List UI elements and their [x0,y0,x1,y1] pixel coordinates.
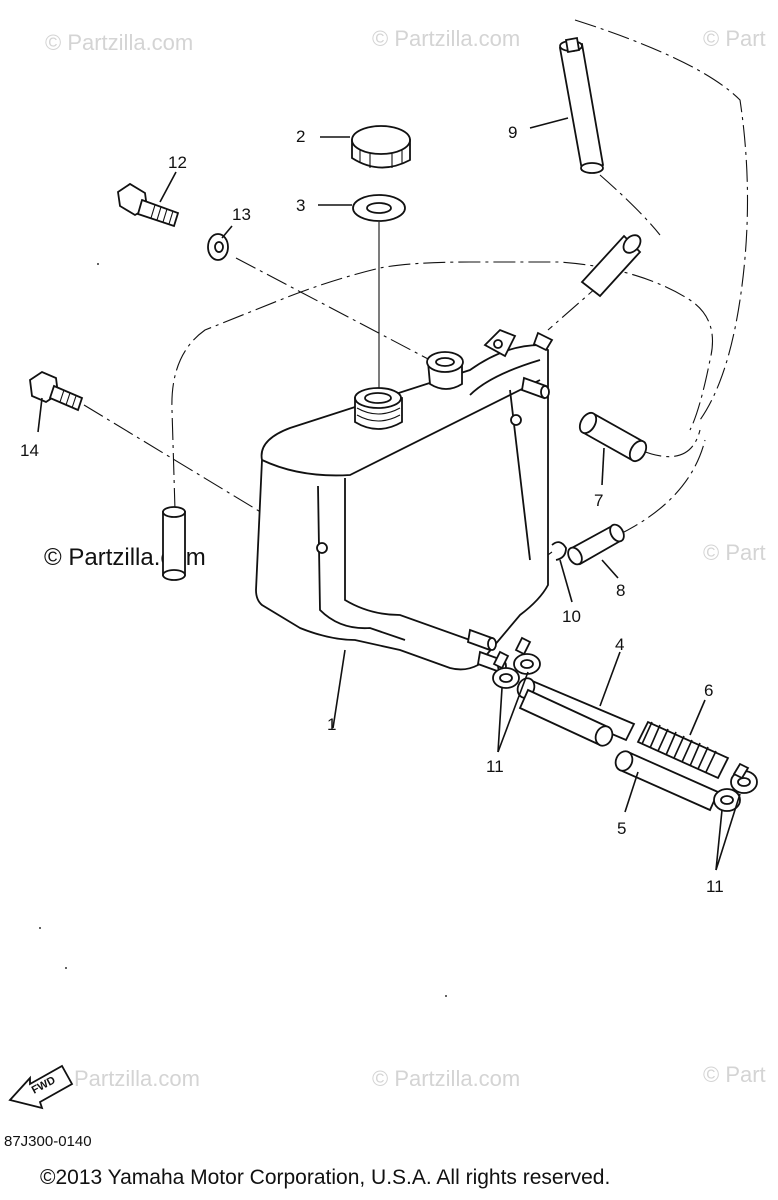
watermark-top-right: © Part [703,26,766,51]
hose-7 [578,411,648,463]
bolt-12 [117,182,180,228]
label-part-9: 9 [508,123,517,142]
routing-9-down [599,174,661,236]
routing-to-part9 [574,19,749,421]
bolt-14 [29,370,84,412]
routing-outline [171,261,714,511]
label-part-4: 4 [615,635,624,654]
label-part-5: 5 [617,819,626,838]
hose-upper-short [580,234,642,298]
scan-specks [39,263,447,997]
clip-10 [551,541,567,561]
label-part-6: 6 [704,681,713,700]
washer-3 [352,194,406,222]
fwd-arrow-icon: FWD [8,1064,74,1110]
label-part-10: 10 [562,607,581,626]
routing-7-to-8 [617,429,706,536]
routing-13-to-tank [235,257,431,361]
label-part-13: 13 [232,205,251,224]
label-part-14: 14 [20,441,39,460]
label-part-12: 12 [168,153,187,172]
washer-13 [207,233,229,261]
label-part-11-upper: 11 [486,757,504,776]
watermark-top-center: © Partzilla.com [372,26,520,51]
label-part-7: 7 [594,491,603,510]
leader-lines [37,117,741,871]
watermark-mid-right: © Part [703,540,766,565]
diagram-reference-code: 87J300-0140 [4,1133,92,1150]
hose-9 [558,36,605,174]
hose-left-short [162,506,186,581]
watermark-bottom-right: © Part [703,1062,766,1087]
tank-cap [351,125,411,169]
watermark-top-left: © Partzilla.com [45,30,193,55]
copyright-notice: ©2013 Yamaha Motor Corporation, U.S.A. A… [40,1166,610,1189]
label-part-2: 2 [296,127,305,146]
clamps-11-lower [713,762,758,812]
hose-8 [567,523,625,566]
label-part-1: 1 [327,715,336,734]
clamps-11-upper [492,636,541,689]
watermark-bottom-center: © Partzilla.com [372,1066,520,1091]
label-part-3: 3 [296,196,305,215]
fuel-tank [255,328,554,674]
label-part-11-lower: 11 [706,877,724,896]
hose-5 [518,688,720,812]
protector-6 [636,720,730,780]
watermark-bottom-left: Partzilla.com [74,1066,200,1091]
label-part-8: 8 [616,581,625,600]
